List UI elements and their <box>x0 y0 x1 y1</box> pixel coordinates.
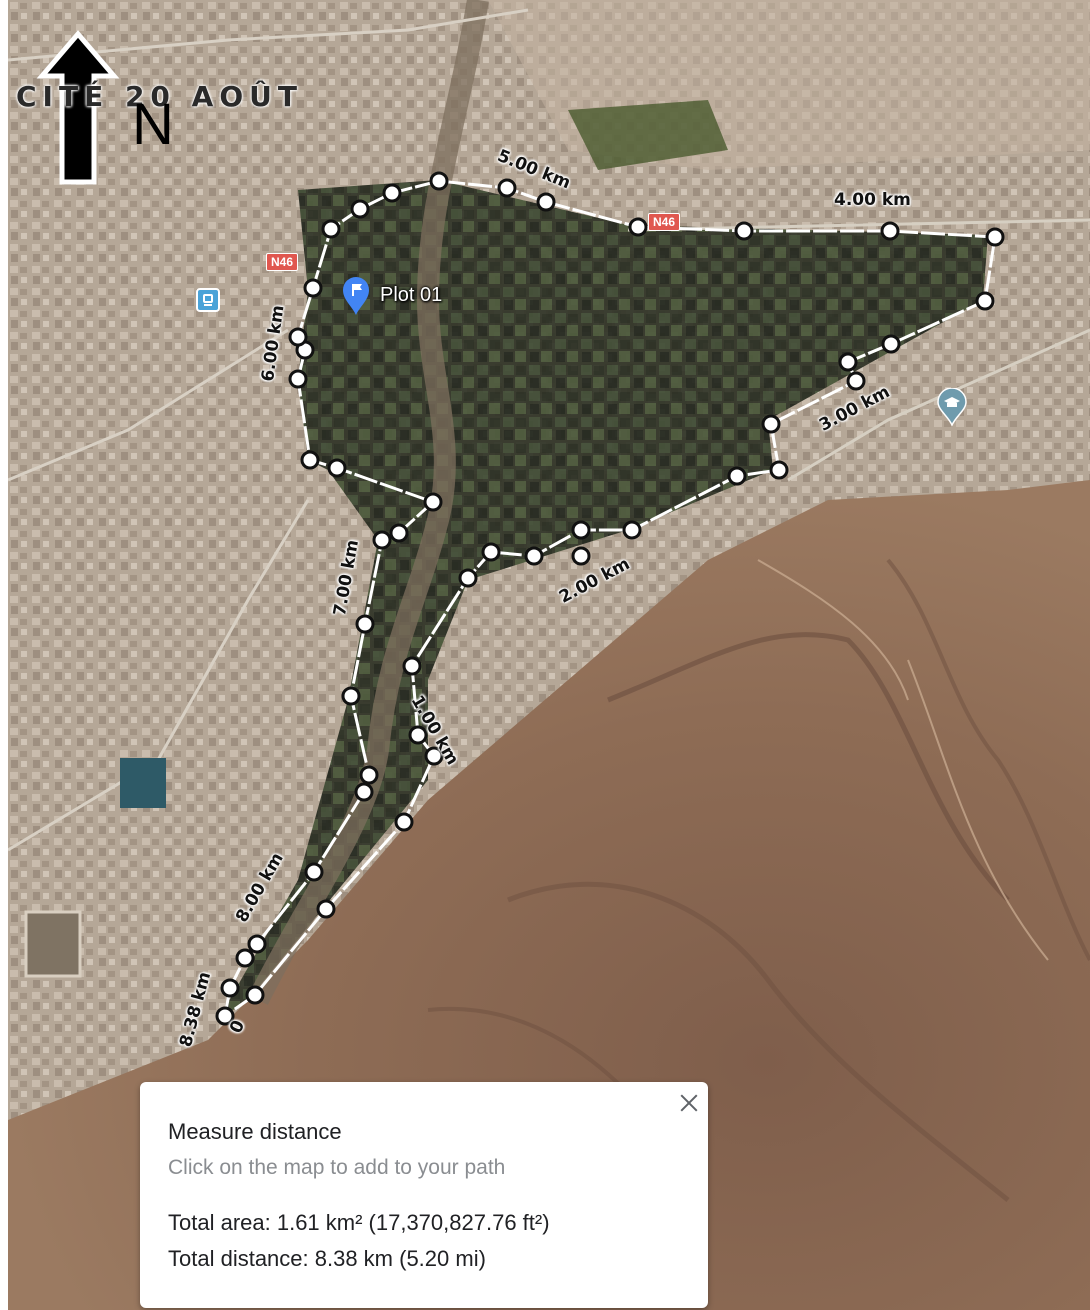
bus-stop-icon[interactable] <box>196 288 220 312</box>
school-icon[interactable] <box>936 388 968 426</box>
path-node[interactable] <box>734 221 754 241</box>
path-node[interactable] <box>571 546 591 566</box>
marker-pin-icon[interactable] <box>342 276 370 316</box>
path-node[interactable] <box>838 352 858 372</box>
path-node[interactable] <box>458 568 478 588</box>
path-node[interactable] <box>321 219 341 239</box>
path-node[interactable] <box>394 812 414 832</box>
path-node[interactable] <box>429 171 449 191</box>
path-node[interactable] <box>247 934 267 954</box>
path-node[interactable] <box>628 217 648 237</box>
path-node[interactable] <box>215 1006 235 1026</box>
panel-hint: Click on the map to add to your path <box>168 1156 506 1179</box>
path-node[interactable] <box>303 278 323 298</box>
path-node[interactable] <box>359 765 379 785</box>
path-node[interactable] <box>389 523 409 543</box>
road-badge: N46 <box>648 213 681 231</box>
path-node[interactable] <box>288 369 308 389</box>
path-node[interactable] <box>622 520 642 540</box>
path-node[interactable] <box>975 291 995 311</box>
path-node[interactable] <box>350 199 370 219</box>
path-node[interactable] <box>402 656 422 676</box>
measure-path <box>223 179 997 1018</box>
path-node[interactable] <box>300 450 320 470</box>
close-icon[interactable] <box>676 1090 702 1116</box>
path-node[interactable] <box>769 460 789 480</box>
path-node[interactable] <box>727 466 747 486</box>
path-node[interactable] <box>316 899 336 919</box>
total-distance: Total distance: 8.38 km (5.20 mi) <box>168 1246 486 1271</box>
north-label: N <box>132 92 174 157</box>
path-node[interactable] <box>408 725 428 745</box>
path-node[interactable] <box>245 985 265 1005</box>
path-node[interactable] <box>424 746 444 766</box>
path-node[interactable] <box>497 178 517 198</box>
path-node[interactable] <box>846 371 866 391</box>
path-node[interactable] <box>382 183 402 203</box>
path-node[interactable] <box>341 686 361 706</box>
path-node[interactable] <box>536 192 556 212</box>
path-node[interactable] <box>881 334 901 354</box>
path-node[interactable] <box>355 614 375 634</box>
map-view[interactable]: CITÉ 20 AOÛT N Plot 01 N46 N46 0 1.00 km… <box>8 0 1090 1310</box>
path-node[interactable] <box>235 948 255 968</box>
path-node[interactable] <box>304 862 324 882</box>
path-node[interactable] <box>288 327 308 347</box>
path-node[interactable] <box>354 782 374 802</box>
path-node[interactable] <box>524 546 544 566</box>
road-badge: N46 <box>266 253 299 271</box>
path-node[interactable] <box>761 414 781 434</box>
place-label: CITÉ 20 AOÛT <box>16 80 303 113</box>
path-node[interactable] <box>220 978 240 998</box>
measure-distance-panel: Measure distance Click on the map to add… <box>140 1082 708 1308</box>
distance-label: 4.00 km <box>834 190 911 210</box>
marker-label[interactable]: Plot 01 <box>380 284 443 306</box>
path-node[interactable] <box>985 227 1005 247</box>
path-node[interactable] <box>327 458 347 478</box>
panel-title: Measure distance <box>168 1119 342 1144</box>
path-node[interactable] <box>571 520 591 540</box>
north-arrow-icon <box>36 30 120 185</box>
total-area: Total area: 1.61 km² (17,370,827.76 ft²) <box>168 1210 550 1235</box>
path-node[interactable] <box>423 492 443 512</box>
path-node[interactable] <box>372 530 392 550</box>
path-node[interactable] <box>880 221 900 241</box>
path-node[interactable] <box>481 542 501 562</box>
